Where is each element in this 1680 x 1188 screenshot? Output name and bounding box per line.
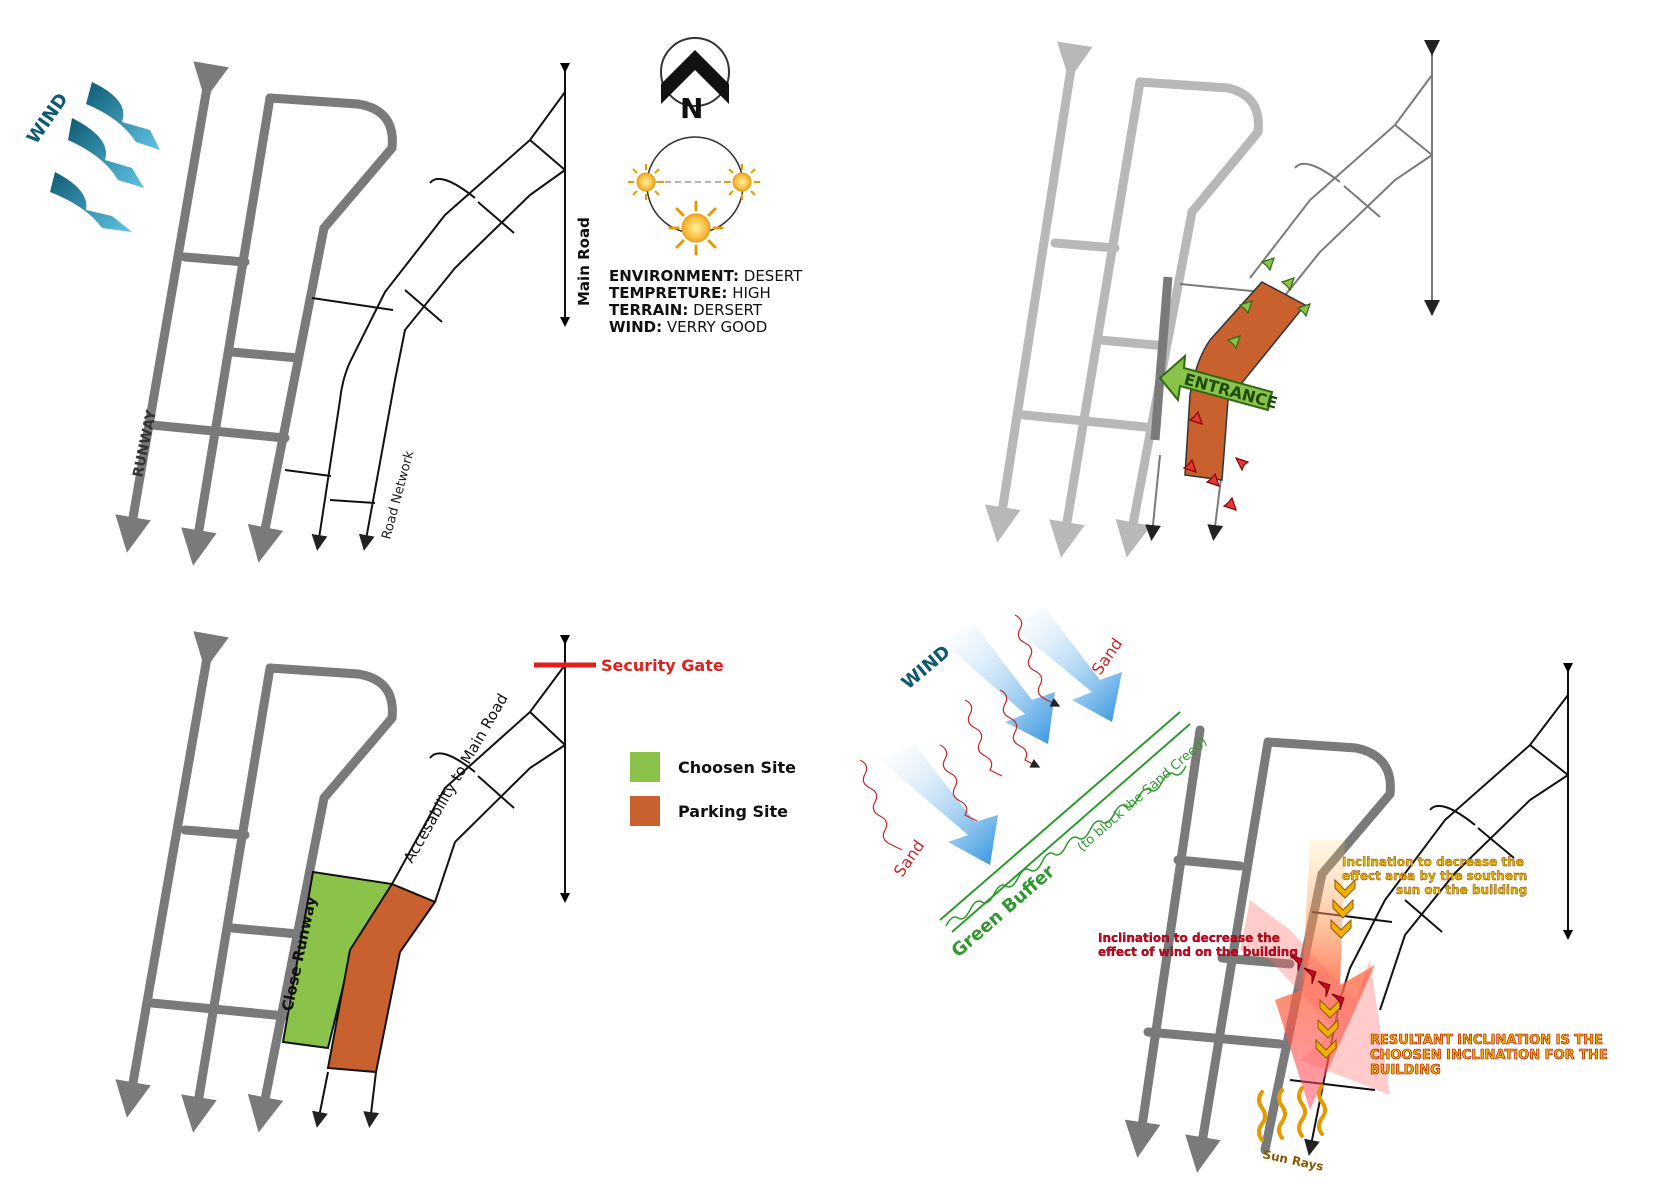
sun-note-line-2: effect area by the southern (1342, 869, 1527, 883)
road-network (284, 63, 570, 551)
road-network (1289, 663, 1573, 1156)
wind-arrow-icon (68, 118, 144, 188)
legend-swatch-chosen (630, 752, 660, 782)
temperature-row: TEMPRETURE: HIGH (609, 284, 771, 302)
road-network-label: Road Network (379, 449, 417, 541)
runway-label: RUNWAY (130, 408, 160, 479)
resultant-line-2: CHOOSEN INCLINATION FOR THE (1370, 1048, 1608, 1063)
sun-path-icon (628, 136, 760, 256)
main-road-label: Main Road (575, 217, 593, 306)
resultant-note: RESULTANT INCLINATION IS THE CHOOSEN INC… (1370, 1033, 1608, 1079)
runway-grid (115, 61, 397, 566)
sand-label-lower: Sand (890, 836, 929, 880)
runway-grid (1124, 725, 1395, 1173)
runway-grid (115, 631, 397, 1133)
accessibility-label: Accesability to Main Road (400, 690, 512, 866)
legend-chosen-site: Choosen Site (630, 752, 796, 782)
sun-inclination-note: Inclination to decrease the effect area … (1342, 855, 1528, 897)
wind-inclination-note: Inclination to decrease the effect of wi… (1098, 931, 1298, 959)
green-buffer-band (939, 711, 1191, 933)
wind-row: WIND: VERRY GOOD (609, 318, 768, 336)
sun-note-line-3: sun on the building (1396, 883, 1527, 897)
legend-swatch-parking (630, 796, 660, 826)
sand-flow-lines (859, 614, 1061, 851)
exit-chevrons (1182, 410, 1250, 511)
legend-label-chosen: Choosen Site (678, 757, 796, 777)
wind-arrow-icon (880, 745, 998, 865)
sun-rays-label: Sun Rays (1261, 1147, 1324, 1174)
sun-rays-icon (1257, 1084, 1327, 1142)
north-arrow-icon: N (660, 37, 730, 125)
environment-row: ENVIRONMENT: DESERT (609, 267, 803, 285)
sun-east-icon (628, 164, 664, 200)
green-buffer-label: Green Buffer (948, 861, 1059, 962)
security-gate-label: Security Gate (601, 656, 724, 675)
entrance-arrow-icon (1158, 353, 1274, 412)
resultant-line-1: RESULTANT INCLINATION IS THE (1370, 1033, 1603, 1048)
north-label: N (680, 92, 703, 125)
sun-south-icon (668, 200, 724, 256)
wind-arrow-icon (86, 82, 160, 150)
wind-note-line-2: effect of wind on the building (1098, 945, 1298, 959)
wind-note-line-1: Inclination to decrease the (1098, 931, 1280, 945)
wind-label: WIND (898, 641, 955, 693)
road-network (312, 635, 570, 1128)
sun-inclination-chevrons (1315, 878, 1356, 1059)
panel-entrance: ENTRANCE (984, 40, 1440, 558)
wind-label: WIND (23, 89, 73, 147)
terrain-row: TERRAIN: DERSERT (609, 301, 763, 319)
sun-west-icon (724, 164, 760, 200)
runway-grid-faded (984, 41, 1263, 558)
resultant-inclination-arrow-icon (1240, 840, 1390, 1110)
entry-chevrons (1226, 257, 1311, 350)
wind-inclination-chevrons (1289, 954, 1345, 1011)
sun-note-line-1: Inclination to decrease the (1342, 855, 1524, 869)
wind-arrows (50, 82, 160, 232)
wind-arrows (880, 608, 1122, 865)
legend-parking-site: Parking Site (630, 796, 788, 826)
legend-label-parking: Parking Site (678, 801, 789, 821)
wind-arrow-icon (940, 625, 1055, 744)
wind-arrow-icon (1010, 608, 1122, 722)
wind-arrow-icon (50, 172, 132, 232)
road-network (1145, 40, 1440, 541)
resultant-line-3: BUILDING (1370, 1063, 1441, 1078)
environment-info: ENVIRONMENT: DESERT TEMPRETURE: HIGH TER… (609, 268, 802, 336)
panel-climate-response: WIND Sand Sand Green Buffer (to block th… (859, 608, 1608, 1174)
sand-label-upper: Sand (1088, 634, 1127, 678)
panel-site-selection: Security Gate Accesability to Main Road … (115, 631, 724, 1133)
